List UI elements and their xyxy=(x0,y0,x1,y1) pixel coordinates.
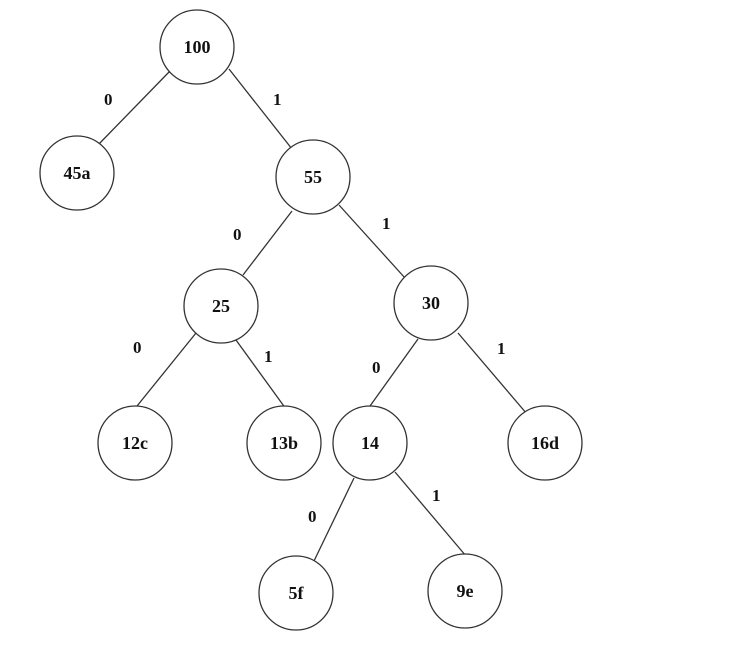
edge-label-30-16d: 1 xyxy=(497,339,506,358)
node-label-5f: 5f xyxy=(289,583,305,603)
edge-labels: 0 1 0 1 0 1 0 1 0 1 xyxy=(104,90,506,526)
edge-100-45a xyxy=(96,70,171,147)
node-label-30: 30 xyxy=(422,293,440,313)
tree-node-100: 100 xyxy=(159,9,235,85)
tree-node-55: 55 xyxy=(275,139,351,215)
edge-55-30 xyxy=(338,204,406,279)
tree-node-14: 14 xyxy=(332,405,408,481)
edge-30-14 xyxy=(369,338,419,407)
node-label-12c: 12c xyxy=(122,433,148,453)
tree-node-25: 25 xyxy=(183,268,259,344)
edge-label-30-14: 0 xyxy=(372,358,381,377)
edge-label-55-30: 1 xyxy=(382,214,391,233)
node-label-100: 100 xyxy=(184,37,211,57)
edge-100-55 xyxy=(228,68,293,150)
edge-14-5f xyxy=(313,477,355,562)
tree-node-5f: 5f xyxy=(258,555,334,631)
edge-25-12c xyxy=(132,332,197,412)
node-label-13b: 13b xyxy=(270,433,298,453)
edge-label-100-55: 1 xyxy=(273,90,282,109)
edge-label-25-13b: 1 xyxy=(264,347,273,366)
edge-label-55-25: 0 xyxy=(233,225,242,244)
node-label-45a: 45a xyxy=(64,163,91,183)
tree-node-30: 30 xyxy=(393,265,469,341)
edge-55-25 xyxy=(242,210,293,276)
node-label-14: 14 xyxy=(361,433,379,453)
edge-30-16d xyxy=(457,332,528,415)
edge-25-13b xyxy=(235,339,287,410)
tree-edges xyxy=(96,68,528,562)
tree-node-9e: 9e xyxy=(427,553,503,629)
tree-node-12c: 12c xyxy=(97,405,173,481)
tree-node-45a: 45a xyxy=(39,135,115,211)
tree-node-13b: 13b xyxy=(246,405,322,481)
node-label-16d: 16d xyxy=(531,433,559,453)
edge-14-9e xyxy=(394,471,467,557)
edge-label-14-5f: 0 xyxy=(308,507,317,526)
node-label-55: 55 xyxy=(304,167,322,187)
edge-label-14-9e: 1 xyxy=(432,486,441,505)
tree-node-16d: 16d xyxy=(507,405,583,481)
edge-label-100-45a: 0 xyxy=(104,90,113,109)
edge-label-25-12c: 0 xyxy=(133,338,142,357)
node-label-9e: 9e xyxy=(457,581,474,601)
node-label-25: 25 xyxy=(212,296,230,316)
